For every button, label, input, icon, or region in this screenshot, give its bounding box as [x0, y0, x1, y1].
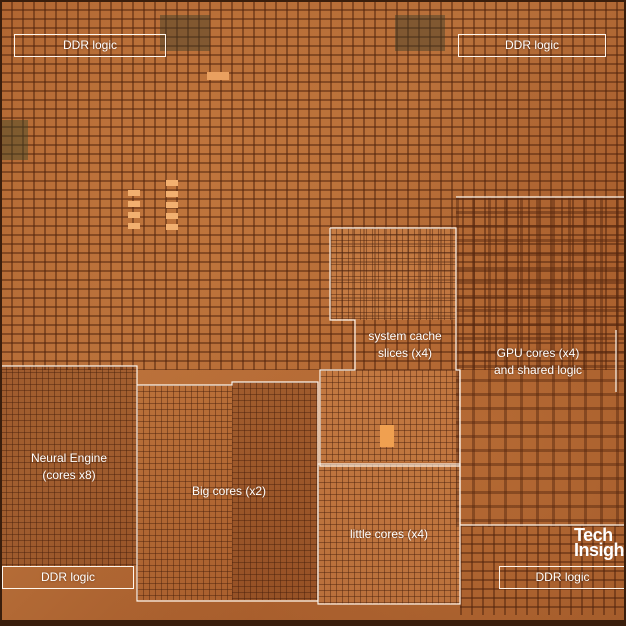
label-gpu: GPU cores (x4) and shared logic [476, 345, 600, 379]
outline-system-cache [319, 227, 461, 467]
region-ddr-top-right [458, 34, 606, 57]
label-ddr-top-right: DDR logic [504, 38, 559, 52]
label-little-cores: little cores (x4) [349, 527, 429, 541]
label-system-cache-line1: system cache [368, 329, 442, 343]
neural-texture [0, 366, 137, 566]
bottom-right-texture [460, 525, 626, 615]
io-cluster [395, 15, 445, 51]
label-system-cache: system cache slices (x4) [355, 328, 455, 362]
gpu-texture [456, 197, 626, 527]
label-gpu-line1: GPU cores (x4) [496, 346, 580, 360]
pad-highlight [166, 180, 178, 232]
outline-neural-engine [0, 365, 138, 566]
cache-texture-a [330, 228, 456, 320]
pad-highlight [207, 72, 229, 80]
pad-highlight [128, 190, 140, 232]
label-ddr-bottom-left: DDR logic [40, 570, 95, 584]
watermark-line2: Insigh [574, 540, 625, 560]
label-neural-line1: Neural Engine [30, 451, 108, 465]
circuit-texture-upper [0, 0, 626, 370]
label-neural-engine: Neural Engine (cores x8) [10, 450, 128, 484]
io-cluster [160, 15, 210, 51]
label-ddr-top-left: DDR logic [62, 38, 117, 52]
big-core-texture-b [232, 382, 318, 600]
outline-big-cores [136, 381, 319, 602]
label-ddr-bottom-right: DDR logic [535, 570, 590, 584]
region-ddr-top-left [14, 34, 166, 57]
label-system-cache-line2: slices (x4) [377, 346, 432, 360]
label-gpu-line2: and shared logic [493, 363, 583, 377]
io-cluster [0, 120, 28, 160]
pad-highlight [380, 425, 394, 447]
little-core-texture [318, 464, 460, 604]
watermark-logo: Tech Insigh [574, 525, 625, 560]
outline-little-cores [317, 463, 461, 605]
watermark-line1: Tech [574, 525, 613, 545]
label-neural-line2: (cores x8) [42, 468, 96, 482]
label-big-cores: Big cores (x2) [191, 484, 267, 498]
region-ddr-bottom-left [2, 566, 134, 589]
big-core-texture-a [137, 385, 232, 600]
